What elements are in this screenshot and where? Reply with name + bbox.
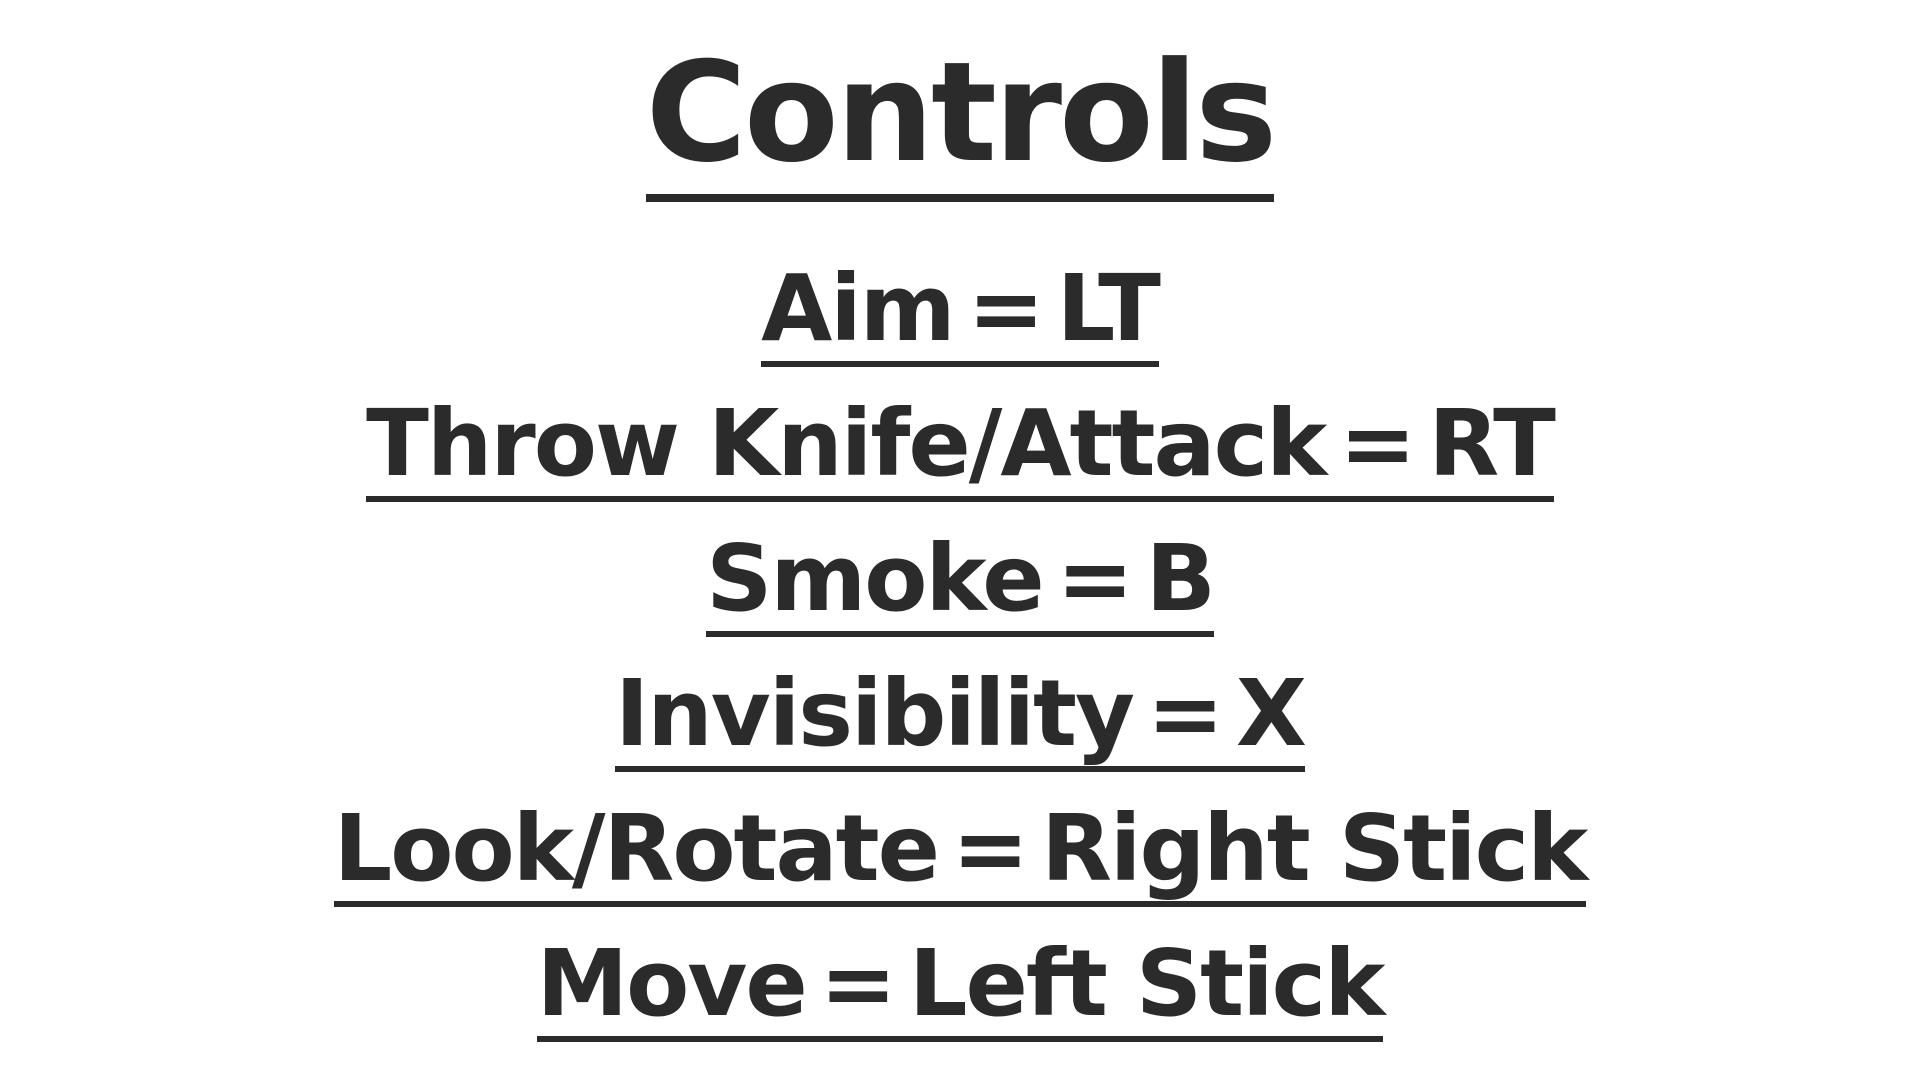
control-action: Look/Rotate	[333, 795, 940, 902]
control-separator: =	[1056, 525, 1134, 632]
control-line: Invisibility=X	[615, 664, 1307, 772]
control-separator: =	[819, 930, 897, 1037]
controls-list: Aim=LT Throw Knife/Attack=RT Smoke=B Inv…	[0, 255, 1920, 1065]
control-button: Right Stick	[1041, 795, 1588, 902]
control-row-invisibility: Invisibility=X	[0, 660, 1920, 795]
control-button: B	[1145, 525, 1216, 632]
control-button: X	[1236, 660, 1307, 767]
control-action: Move	[536, 930, 808, 1037]
control-separator: =	[1146, 660, 1224, 767]
control-row-throw-knife-attack: Throw Knife/Attack=RT	[0, 390, 1920, 525]
control-button: Left Stick	[908, 930, 1386, 1037]
control-line: Smoke=B	[706, 529, 1216, 637]
control-row-look-rotate: Look/Rotate=Right Stick	[0, 795, 1920, 930]
control-separator: =	[1339, 390, 1416, 497]
control-button: LT	[1056, 255, 1161, 362]
control-separator: =	[967, 255, 1045, 362]
control-action: Throw Knife/Attack	[366, 390, 1327, 497]
control-line: Move=Left Stick	[536, 934, 1385, 1042]
page-title: Controls	[645, 38, 1277, 202]
control-row-aim: Aim=LT	[0, 255, 1920, 390]
control-line: Throw Knife/Attack=RT	[366, 394, 1556, 502]
control-row-move: Move=Left Stick	[0, 930, 1920, 1065]
control-button: RT	[1428, 390, 1555, 497]
control-action: Aim	[761, 255, 956, 362]
control-action: Invisibility	[615, 660, 1135, 767]
control-action: Smoke	[706, 525, 1044, 632]
control-separator: =	[951, 795, 1029, 902]
control-row-smoke: Smoke=B	[0, 525, 1920, 660]
control-line: Look/Rotate=Right Stick	[333, 799, 1588, 907]
control-line: Aim=LT	[761, 259, 1161, 367]
title-container: Controls	[0, 30, 1920, 202]
